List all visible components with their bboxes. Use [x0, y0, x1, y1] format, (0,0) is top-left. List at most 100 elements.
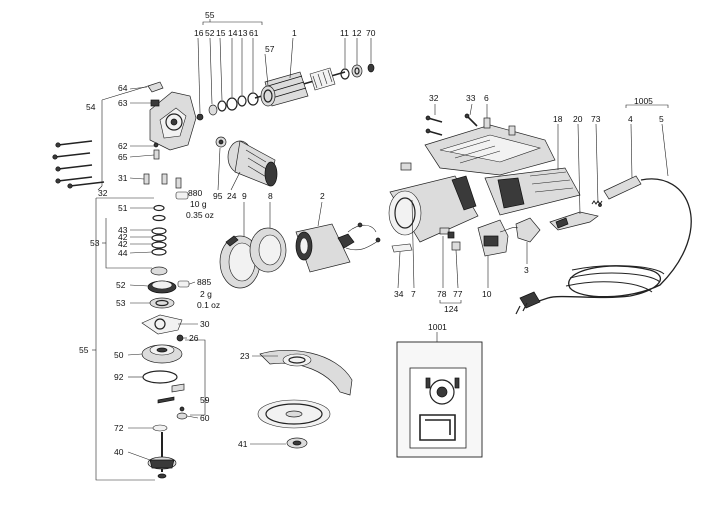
washer-72	[152, 424, 168, 432]
callout-885: 885	[197, 277, 211, 287]
o-ring-92	[142, 370, 178, 384]
field-coil-2	[295, 222, 381, 273]
small-clip-6	[400, 162, 412, 171]
callout-7: 7	[411, 289, 416, 299]
callout-52-bottom: 52	[116, 280, 126, 290]
callout-32-left: 32	[98, 188, 108, 198]
callout-54: 54	[86, 102, 96, 112]
callout-51: 51	[118, 203, 128, 213]
bearing-53	[149, 297, 175, 309]
callout-92: 92	[114, 372, 124, 382]
callout-52-top: 52	[205, 28, 215, 38]
callout-12: 12	[352, 28, 362, 38]
callout-26: 26	[189, 333, 199, 343]
callout-16: 16	[194, 28, 204, 38]
detail-box-1001	[396, 341, 483, 458]
callout-9: 9	[242, 191, 247, 201]
callout-53-bottom: 53	[116, 298, 126, 308]
callout-41: 41	[238, 439, 248, 449]
small-screws-left	[143, 142, 182, 189]
callout-31: 31	[118, 173, 128, 183]
callout-124: 124	[444, 304, 458, 314]
callout-43: 43	[118, 225, 128, 235]
callout-labels: 55 16 52 15 14 13 61 1 11 12 70 57 64 54…	[79, 10, 664, 457]
callout-59: 59	[200, 395, 210, 405]
callout-70: 70	[366, 28, 376, 38]
callout-885-oz: 0.1 oz	[197, 300, 220, 310]
side-handle-24	[227, 140, 278, 187]
callout-44: 44	[118, 248, 128, 258]
bearing-flange-50	[141, 344, 183, 364]
knob-95	[215, 136, 227, 148]
power-cable-4-5	[515, 175, 692, 315]
handle-shell-18	[484, 167, 581, 216]
spindle-40	[147, 432, 177, 479]
callout-1001: 1001	[428, 322, 447, 332]
brush-parts-78-77	[439, 227, 461, 251]
callout-95: 95	[213, 191, 223, 201]
callout-15: 15	[216, 28, 226, 38]
callout-33: 33	[466, 93, 476, 103]
callout-42-a: 42	[118, 232, 128, 242]
callout-1: 1	[292, 28, 297, 38]
switch-unit-10	[477, 217, 541, 257]
washer-60	[176, 412, 188, 420]
callout-24: 24	[227, 191, 237, 201]
callout-62: 62	[118, 141, 128, 151]
callout-63: 63	[118, 98, 128, 108]
gear-head-housing	[149, 91, 197, 151]
housing-screws-right	[425, 113, 516, 136]
callout-14: 14	[228, 28, 238, 38]
callout-55-top: 55	[205, 10, 215, 20]
callout-78: 78	[437, 289, 447, 299]
callout-6: 6	[484, 93, 489, 103]
grinding-disc	[257, 399, 331, 429]
callout-50: 50	[114, 350, 124, 360]
callout-65: 65	[118, 152, 128, 162]
callout-2: 2	[320, 191, 325, 201]
callout-72: 72	[114, 423, 124, 433]
callout-77: 77	[453, 289, 463, 299]
callout-61: 61	[249, 28, 259, 38]
callout-3: 3	[524, 265, 529, 275]
spindle-lock-button	[147, 81, 164, 107]
armature-assembly	[254, 67, 346, 107]
callout-40: 40	[114, 447, 124, 457]
bearing-parts-left	[196, 92, 259, 121]
callout-8: 8	[268, 191, 273, 201]
motor-housing-7	[388, 175, 479, 243]
label-34	[391, 243, 413, 253]
callout-20: 20	[573, 114, 583, 124]
callout-57: 57	[265, 44, 275, 54]
wheel-guard-23	[259, 349, 353, 396]
callout-880-oz: 0.35 oz	[186, 210, 214, 220]
rear-housing-cover	[424, 124, 556, 176]
gear-wheel-52	[147, 280, 177, 294]
gasket-30	[141, 314, 183, 335]
callout-5: 5	[659, 114, 664, 124]
grease-tube-880	[175, 191, 189, 200]
spring-parts-59	[157, 383, 185, 412]
callout-73: 73	[591, 114, 601, 124]
callout-34: 34	[394, 289, 404, 299]
washer-stack	[150, 204, 168, 276]
callout-11: 11	[340, 28, 349, 38]
callout-30: 30	[200, 319, 210, 329]
callout-23: 23	[240, 351, 250, 361]
callout-1005: 1005	[634, 96, 653, 106]
callout-64: 64	[118, 83, 128, 93]
callout-880: 880	[188, 188, 202, 198]
clamp-nut-41	[286, 437, 308, 449]
spring-73	[591, 200, 603, 207]
callout-60: 60	[200, 413, 210, 423]
callout-4: 4	[628, 114, 633, 124]
callout-880-weight: 10 g	[190, 199, 207, 209]
callout-10: 10	[482, 289, 492, 299]
callout-32-right: 32	[429, 93, 439, 103]
bearing-parts-right	[340, 63, 375, 80]
callout-13: 13	[238, 28, 248, 38]
callout-53-top: 53	[90, 238, 100, 248]
switch-lever-20	[549, 211, 599, 231]
callout-42-b: 42	[118, 239, 128, 249]
